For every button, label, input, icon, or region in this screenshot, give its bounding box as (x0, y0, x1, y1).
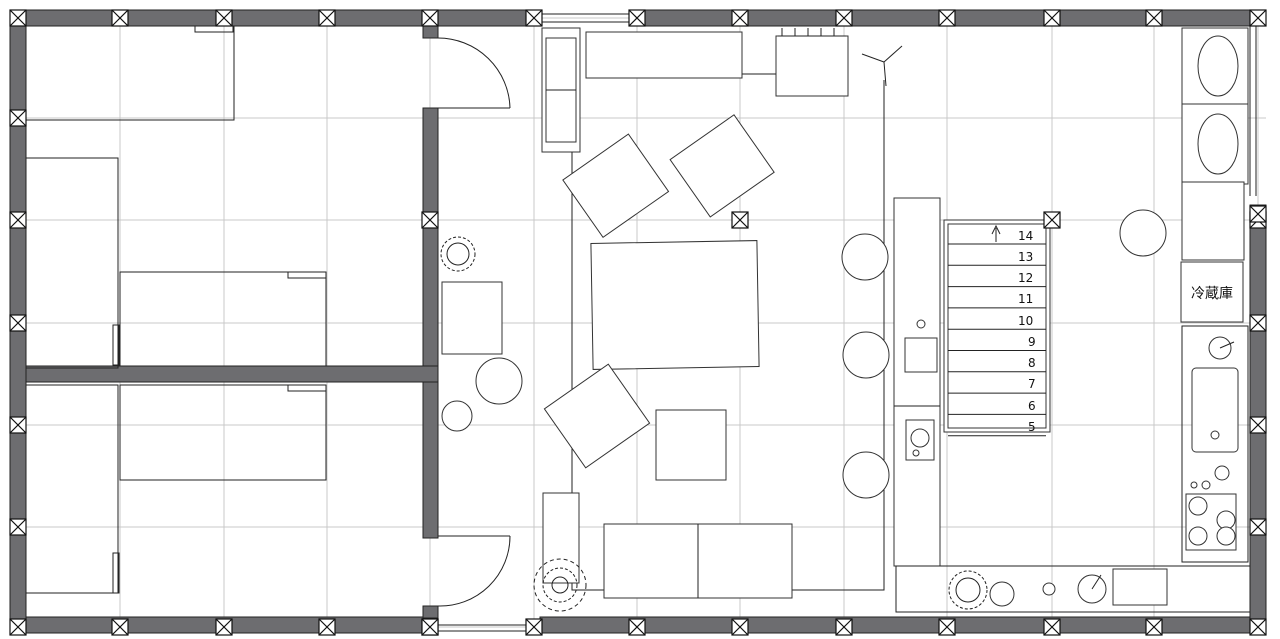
column-marker (628, 618, 646, 636)
column-marker (9, 314, 27, 332)
column-marker (525, 9, 543, 27)
refrigerator (1180, 261, 1244, 323)
refrigerator-label: 冷蔵庫 (1191, 285, 1233, 302)
column-marker (1249, 314, 1267, 332)
column-marker (835, 618, 853, 636)
stair-step-label: 10 (1018, 314, 1033, 328)
door-swing-top (437, 37, 511, 109)
stair-step-label: 6 (1028, 399, 1036, 413)
columns (9, 9, 1267, 636)
stair-step-label: 9 (1028, 335, 1036, 349)
column-marker (1249, 416, 1267, 434)
plant-icon (440, 236, 476, 272)
doors (437, 37, 511, 607)
fan-icon (861, 45, 903, 87)
door-swing-bottom (437, 535, 511, 607)
column-marker (9, 416, 27, 434)
living-furniture (441, 27, 903, 599)
column-marker (421, 9, 439, 27)
stair-step-label: 12 (1018, 271, 1033, 285)
column-marker (421, 211, 439, 229)
kitchen-island (893, 197, 941, 567)
column-marker (731, 618, 749, 636)
wall-top-left (11, 9, 533, 27)
wall-interior-vertical-bottom (422, 381, 439, 539)
stair-step-label: 7 (1028, 377, 1036, 391)
column-marker (1249, 205, 1267, 223)
column-marker (9, 211, 27, 229)
column-marker (1249, 618, 1267, 636)
column-marker (1145, 618, 1163, 636)
column-marker (1145, 9, 1163, 27)
walls (9, 9, 1267, 634)
stair-step-label: 8 (1028, 356, 1036, 370)
stairs: 14 13 12 11 10 9 8 7 6 5 (943, 219, 1051, 437)
column-marker (421, 618, 439, 636)
stair-step-label: 14 (1018, 229, 1033, 243)
column-marker (9, 9, 27, 27)
stair-step-label: 11 (1018, 292, 1033, 306)
plant-icons (440, 236, 988, 612)
stair-treads (948, 243, 1046, 437)
kitchen-right: 冷蔵庫 (895, 27, 1251, 613)
column-marker (628, 9, 646, 27)
column-marker (111, 9, 129, 27)
stair-step-label: 5 (1028, 420, 1036, 434)
column-marker (938, 9, 956, 27)
wall-interior-vertical-short (422, 25, 439, 39)
column-marker (1249, 9, 1267, 27)
bedroom-furniture (25, 25, 327, 594)
column-marker (1043, 9, 1061, 27)
plant-icon (948, 570, 988, 610)
column-marker (9, 618, 27, 636)
column-marker (1043, 211, 1061, 229)
column-marker (1043, 618, 1061, 636)
column-marker (215, 9, 233, 27)
plant-icon (533, 558, 587, 612)
column-marker (525, 618, 543, 636)
column-marker (318, 618, 336, 636)
column-marker (215, 618, 233, 636)
column-marker (9, 109, 27, 127)
column-marker (835, 9, 853, 27)
column-marker (731, 9, 749, 27)
column-marker (318, 9, 336, 27)
column-marker (938, 618, 956, 636)
column-marker (9, 518, 27, 536)
stair-step-label: 13 (1018, 250, 1033, 264)
wall-interior-vertical-top (422, 107, 439, 369)
column-marker (1249, 518, 1267, 536)
wall-interior-vertical-base (422, 605, 439, 619)
column-marker (111, 618, 129, 636)
column-marker (731, 211, 749, 229)
